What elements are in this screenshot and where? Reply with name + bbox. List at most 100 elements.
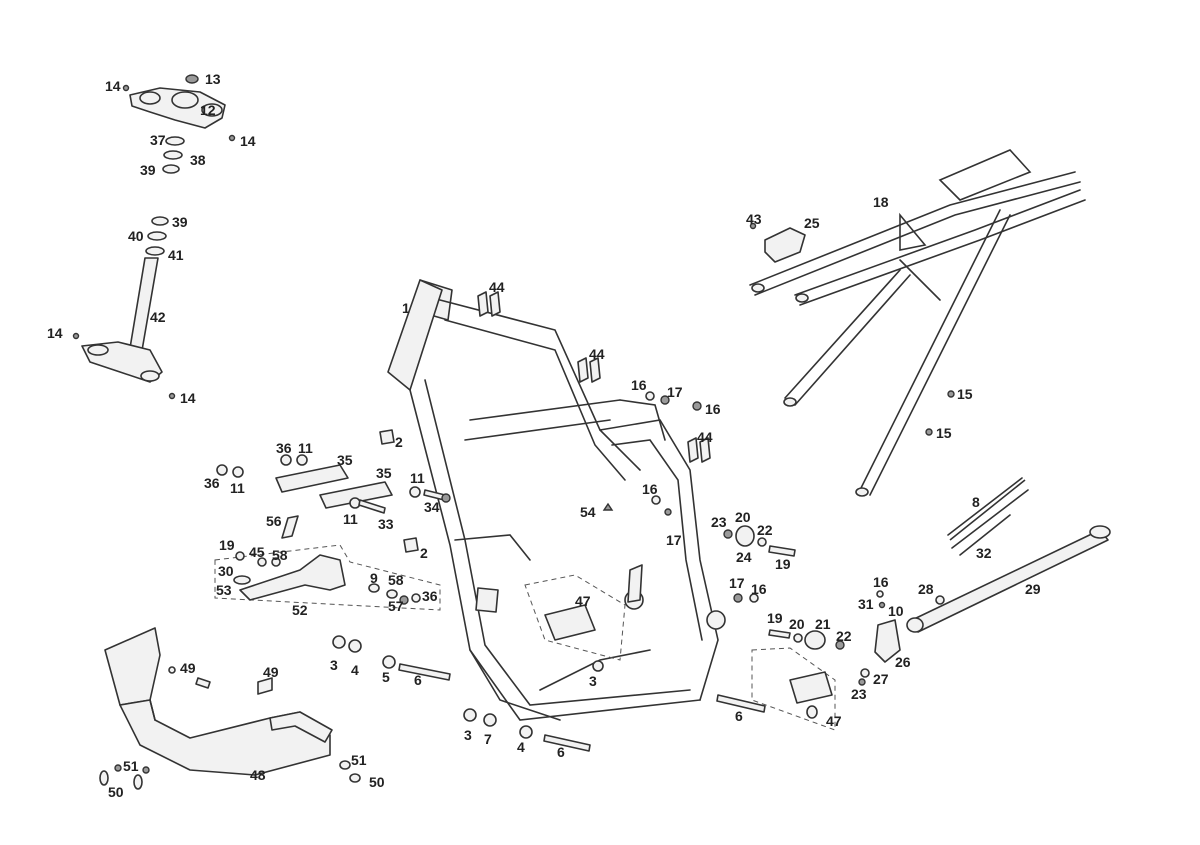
callout-label: 58 bbox=[272, 547, 288, 563]
callout-label: 15 bbox=[936, 425, 952, 441]
swingarm-pins bbox=[332, 635, 766, 752]
callout-label: 40 bbox=[128, 228, 144, 244]
callout-label: 5 bbox=[382, 669, 390, 685]
callout-label: 25 bbox=[804, 215, 820, 231]
callout-label: 11 bbox=[230, 480, 245, 496]
callout-label: 52 bbox=[292, 602, 308, 618]
callout-label: 23 bbox=[851, 686, 867, 702]
callout-label: 29 bbox=[1025, 581, 1041, 597]
callout-label: 54 bbox=[580, 504, 596, 520]
callout-label: 20 bbox=[789, 616, 805, 632]
callout-label: 28 bbox=[918, 581, 934, 597]
callout-labels: 13 14 12 37 14 38 39 39 40 41 42 14 14 1… bbox=[47, 71, 1041, 800]
skid-plate bbox=[99, 627, 361, 790]
callout-label: 33 bbox=[378, 516, 394, 532]
callout-label: 17 bbox=[666, 532, 682, 548]
frame-hardware bbox=[379, 291, 711, 553]
footpegs bbox=[524, 574, 836, 731]
callout-label: 9 bbox=[370, 570, 378, 586]
callout-label: 37 bbox=[150, 132, 166, 148]
callout-label: 50 bbox=[369, 774, 385, 790]
callout-label: 36 bbox=[276, 440, 292, 456]
callout-label: 48 bbox=[250, 767, 266, 783]
callout-label: 24 bbox=[736, 549, 752, 565]
upper-triple-clamp bbox=[122, 74, 236, 174]
callout-label: 36 bbox=[204, 475, 220, 491]
callout-label: 4 bbox=[351, 662, 359, 678]
callout-label: 22 bbox=[836, 628, 852, 644]
callout-label: 3 bbox=[589, 673, 597, 689]
callout-label: 53 bbox=[216, 582, 232, 598]
engine-mount-plates bbox=[216, 454, 451, 514]
callout-label: 32 bbox=[976, 545, 992, 561]
lower-triple-clamp bbox=[72, 216, 176, 400]
callout-label: 2 bbox=[420, 545, 428, 561]
callout-label: 13 bbox=[205, 71, 221, 87]
callout-label: 17 bbox=[729, 575, 745, 591]
callout-label: 16 bbox=[642, 481, 658, 497]
callout-label: 38 bbox=[190, 152, 206, 168]
callout-label: 17 bbox=[667, 384, 683, 400]
callout-label: 2 bbox=[395, 434, 403, 450]
callout-label: 6 bbox=[414, 672, 422, 688]
callout-label: 51 bbox=[123, 758, 139, 774]
rear-subframe bbox=[749, 149, 1086, 497]
callout-label: 16 bbox=[751, 581, 767, 597]
callout-label: 3 bbox=[330, 657, 338, 673]
callout-label: 56 bbox=[266, 513, 282, 529]
callout-label: 7 bbox=[484, 731, 492, 747]
callout-label: 3 bbox=[464, 727, 472, 743]
brake-pedal-assembly bbox=[214, 515, 441, 611]
callout-label: 10 bbox=[888, 603, 904, 619]
callout-label: 19 bbox=[767, 610, 783, 626]
pivot-bushings bbox=[723, 525, 845, 650]
callout-label: 44 bbox=[697, 429, 713, 445]
callout-label: 19 bbox=[775, 556, 791, 572]
callout-label: 49 bbox=[263, 664, 279, 680]
callout-label: 34 bbox=[424, 499, 440, 515]
callout-label: 11 bbox=[410, 470, 425, 486]
callout-label: 39 bbox=[172, 214, 188, 230]
callout-label: 58 bbox=[388, 572, 404, 588]
callout-label: 4 bbox=[517, 739, 525, 755]
callout-label: 1 bbox=[402, 300, 410, 316]
callout-label: 15 bbox=[957, 386, 973, 402]
callout-label: 16 bbox=[631, 377, 647, 393]
callout-label: 14 bbox=[47, 325, 63, 341]
callout-label: 23 bbox=[711, 514, 727, 530]
callout-label: 12 bbox=[200, 102, 216, 118]
callout-label: 22 bbox=[757, 522, 773, 538]
callout-label: 47 bbox=[826, 713, 842, 729]
callout-label: 14 bbox=[240, 133, 256, 149]
callout-label: 44 bbox=[489, 279, 505, 295]
callout-label: 51 bbox=[351, 752, 367, 768]
callout-label: 6 bbox=[557, 744, 565, 760]
callout-label: 49 bbox=[180, 660, 196, 676]
callout-label: 11 bbox=[298, 440, 313, 456]
callout-label: 14 bbox=[180, 390, 196, 406]
callout-label: 16 bbox=[873, 574, 889, 590]
callout-label: 41 bbox=[168, 247, 184, 263]
callout-label: 27 bbox=[873, 671, 889, 687]
callout-label: 39 bbox=[140, 162, 156, 178]
callout-label: 19 bbox=[219, 537, 235, 553]
main-frame bbox=[387, 279, 726, 721]
callout-label: 8 bbox=[972, 494, 980, 510]
callout-label: 36 bbox=[422, 588, 438, 604]
callout-label: 35 bbox=[376, 465, 392, 481]
callout-label: 20 bbox=[735, 509, 751, 525]
side-stand-assembly bbox=[858, 477, 1111, 686]
callout-label: 47 bbox=[575, 593, 591, 609]
callout-label: 18 bbox=[873, 194, 889, 210]
callout-label: 31 bbox=[858, 596, 874, 612]
callout-label: 43 bbox=[746, 211, 762, 227]
callout-label: 50 bbox=[108, 784, 124, 800]
callout-label: 44 bbox=[589, 346, 605, 362]
callout-label: 35 bbox=[337, 452, 353, 468]
callout-label: 21 bbox=[815, 616, 831, 632]
callout-label: 45 bbox=[249, 544, 265, 560]
callout-label: 6 bbox=[735, 708, 743, 724]
callout-label: 30 bbox=[218, 563, 234, 579]
callout-label: 42 bbox=[150, 309, 166, 325]
